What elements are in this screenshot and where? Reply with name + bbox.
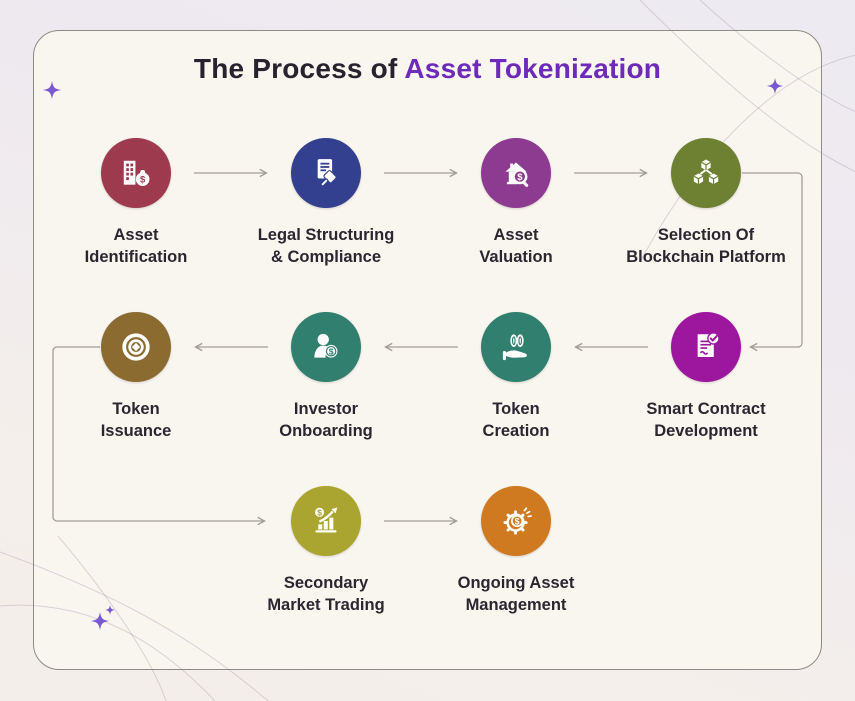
legal-structuring-circle (291, 138, 361, 208)
asset-identification-circle: $ (101, 138, 171, 208)
growth-chart-dollar-icon: $ (315, 507, 338, 533)
smart-contract-circle (671, 312, 741, 382)
svg-text:$: $ (517, 172, 523, 183)
blockchain-cubes-icon (693, 159, 719, 185)
token-creation-circle (481, 312, 551, 382)
svg-text:$: $ (140, 175, 146, 186)
asset-valuation-circle: $ (481, 138, 551, 208)
step-label: Legal Structuring& Compliance (257, 226, 395, 266)
token-issuance-circle (101, 312, 171, 382)
contract-check-icon (697, 332, 720, 357)
house-magnifier-dollar-icon: $ (505, 162, 529, 187)
svg-text:$: $ (329, 346, 334, 356)
title-prefix: The Process of (193, 53, 405, 84)
secondary-market-circle: $ (291, 486, 361, 556)
page-title: The Process of Asset Tokenization (0, 53, 855, 85)
document-gavel-icon (317, 159, 337, 187)
token-target-icon (122, 333, 150, 361)
building-money-bag-icon: $ (123, 160, 150, 186)
investor-dollar-icon: $ (314, 333, 338, 358)
ongoing-management-circle: $ (481, 486, 551, 556)
hand-coins-icon (502, 334, 527, 361)
title-highlight: Asset Tokenization (404, 53, 662, 84)
blockchain-platform-circle (671, 138, 741, 208)
svg-text:$: $ (515, 516, 520, 526)
svg-text:$: $ (317, 507, 322, 517)
gear-dollar-icon: $ (503, 507, 532, 535)
investor-onboarding-circle: $ (291, 312, 361, 382)
